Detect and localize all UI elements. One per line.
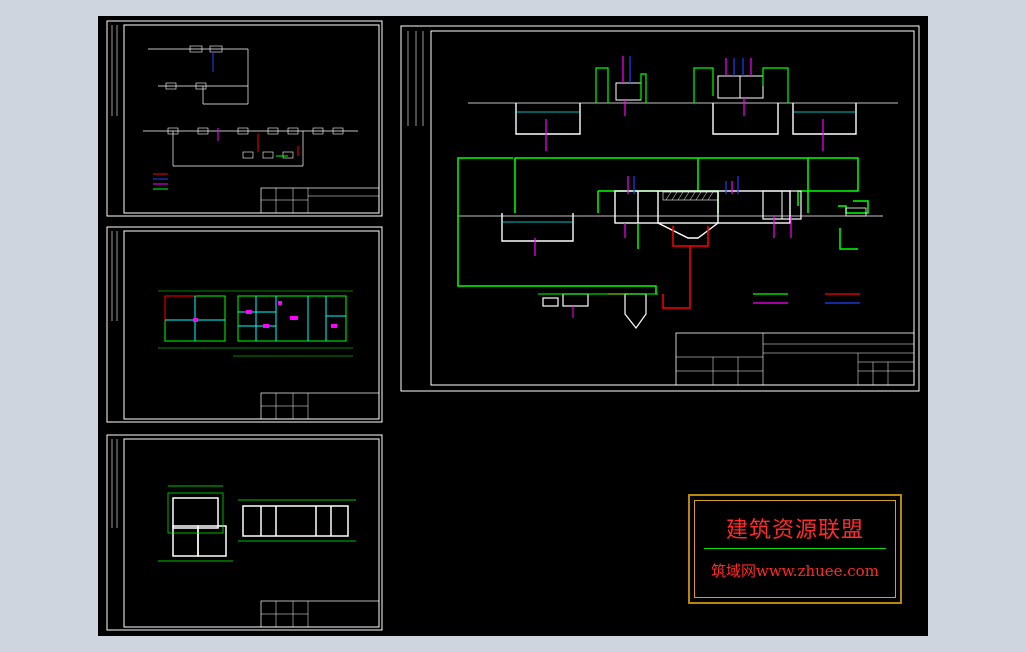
sheet-2-plan-view	[106, 226, 383, 423]
drawing-sheets	[106, 20, 920, 631]
watermark-inner-border	[694, 500, 896, 598]
watermark-url: 筑域网www.zhuee.com	[711, 562, 879, 580]
watermark-title: 建筑资源联盟	[725, 518, 864, 543]
sheet-main-process-flow	[400, 25, 920, 392]
watermark-divider	[704, 548, 886, 549]
cad-drawing-canvas: 建筑资源联盟 筑域网www.zhuee.com	[98, 16, 928, 636]
watermark-panel: 建筑资源联盟 筑域网www.zhuee.com	[688, 494, 902, 604]
sheet-1-process-schematic	[106, 20, 383, 217]
sheet-3-layout	[106, 434, 383, 631]
